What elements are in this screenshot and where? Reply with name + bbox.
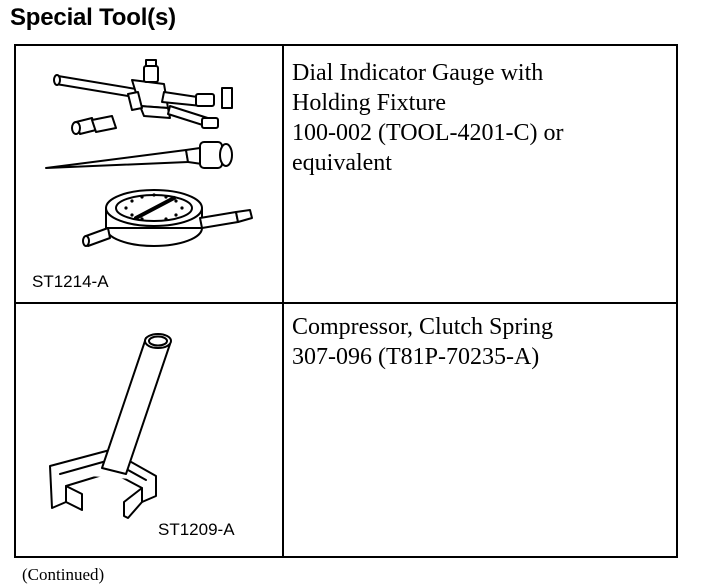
description-line: Holding Fixture — [292, 90, 446, 116]
figure-label: ST1214-A — [32, 272, 109, 291]
tool-description: Dial Indicator Gauge with Holding Fixtur… — [292, 58, 564, 178]
description-line: 307-096 (T81P-70235-A) — [292, 344, 540, 370]
description-line: Compressor, Clutch Spring — [292, 314, 554, 340]
row-divider — [16, 302, 676, 304]
tool-description: Compressor, Clutch Spring 307-096 (T81P-… — [292, 312, 553, 372]
section-heading: Special Tool(s) — [10, 4, 176, 31]
dial-indicator-gauge-illustration — [45, 59, 253, 247]
description-line: Dial Indicator Gauge with — [292, 60, 544, 86]
special-tools-table: ST1214-A Dial Indicator Gauge with Holdi… — [14, 44, 678, 558]
description-line: equivalent — [292, 150, 392, 176]
column-divider — [282, 46, 284, 556]
figure-label: ST1209-A — [158, 520, 235, 539]
description-line: 100-002 (TOOL-4201-C) or — [292, 120, 564, 146]
continued-note: (Continued) — [22, 565, 105, 584]
clutch-spring-compressor-illustration — [49, 333, 172, 519]
